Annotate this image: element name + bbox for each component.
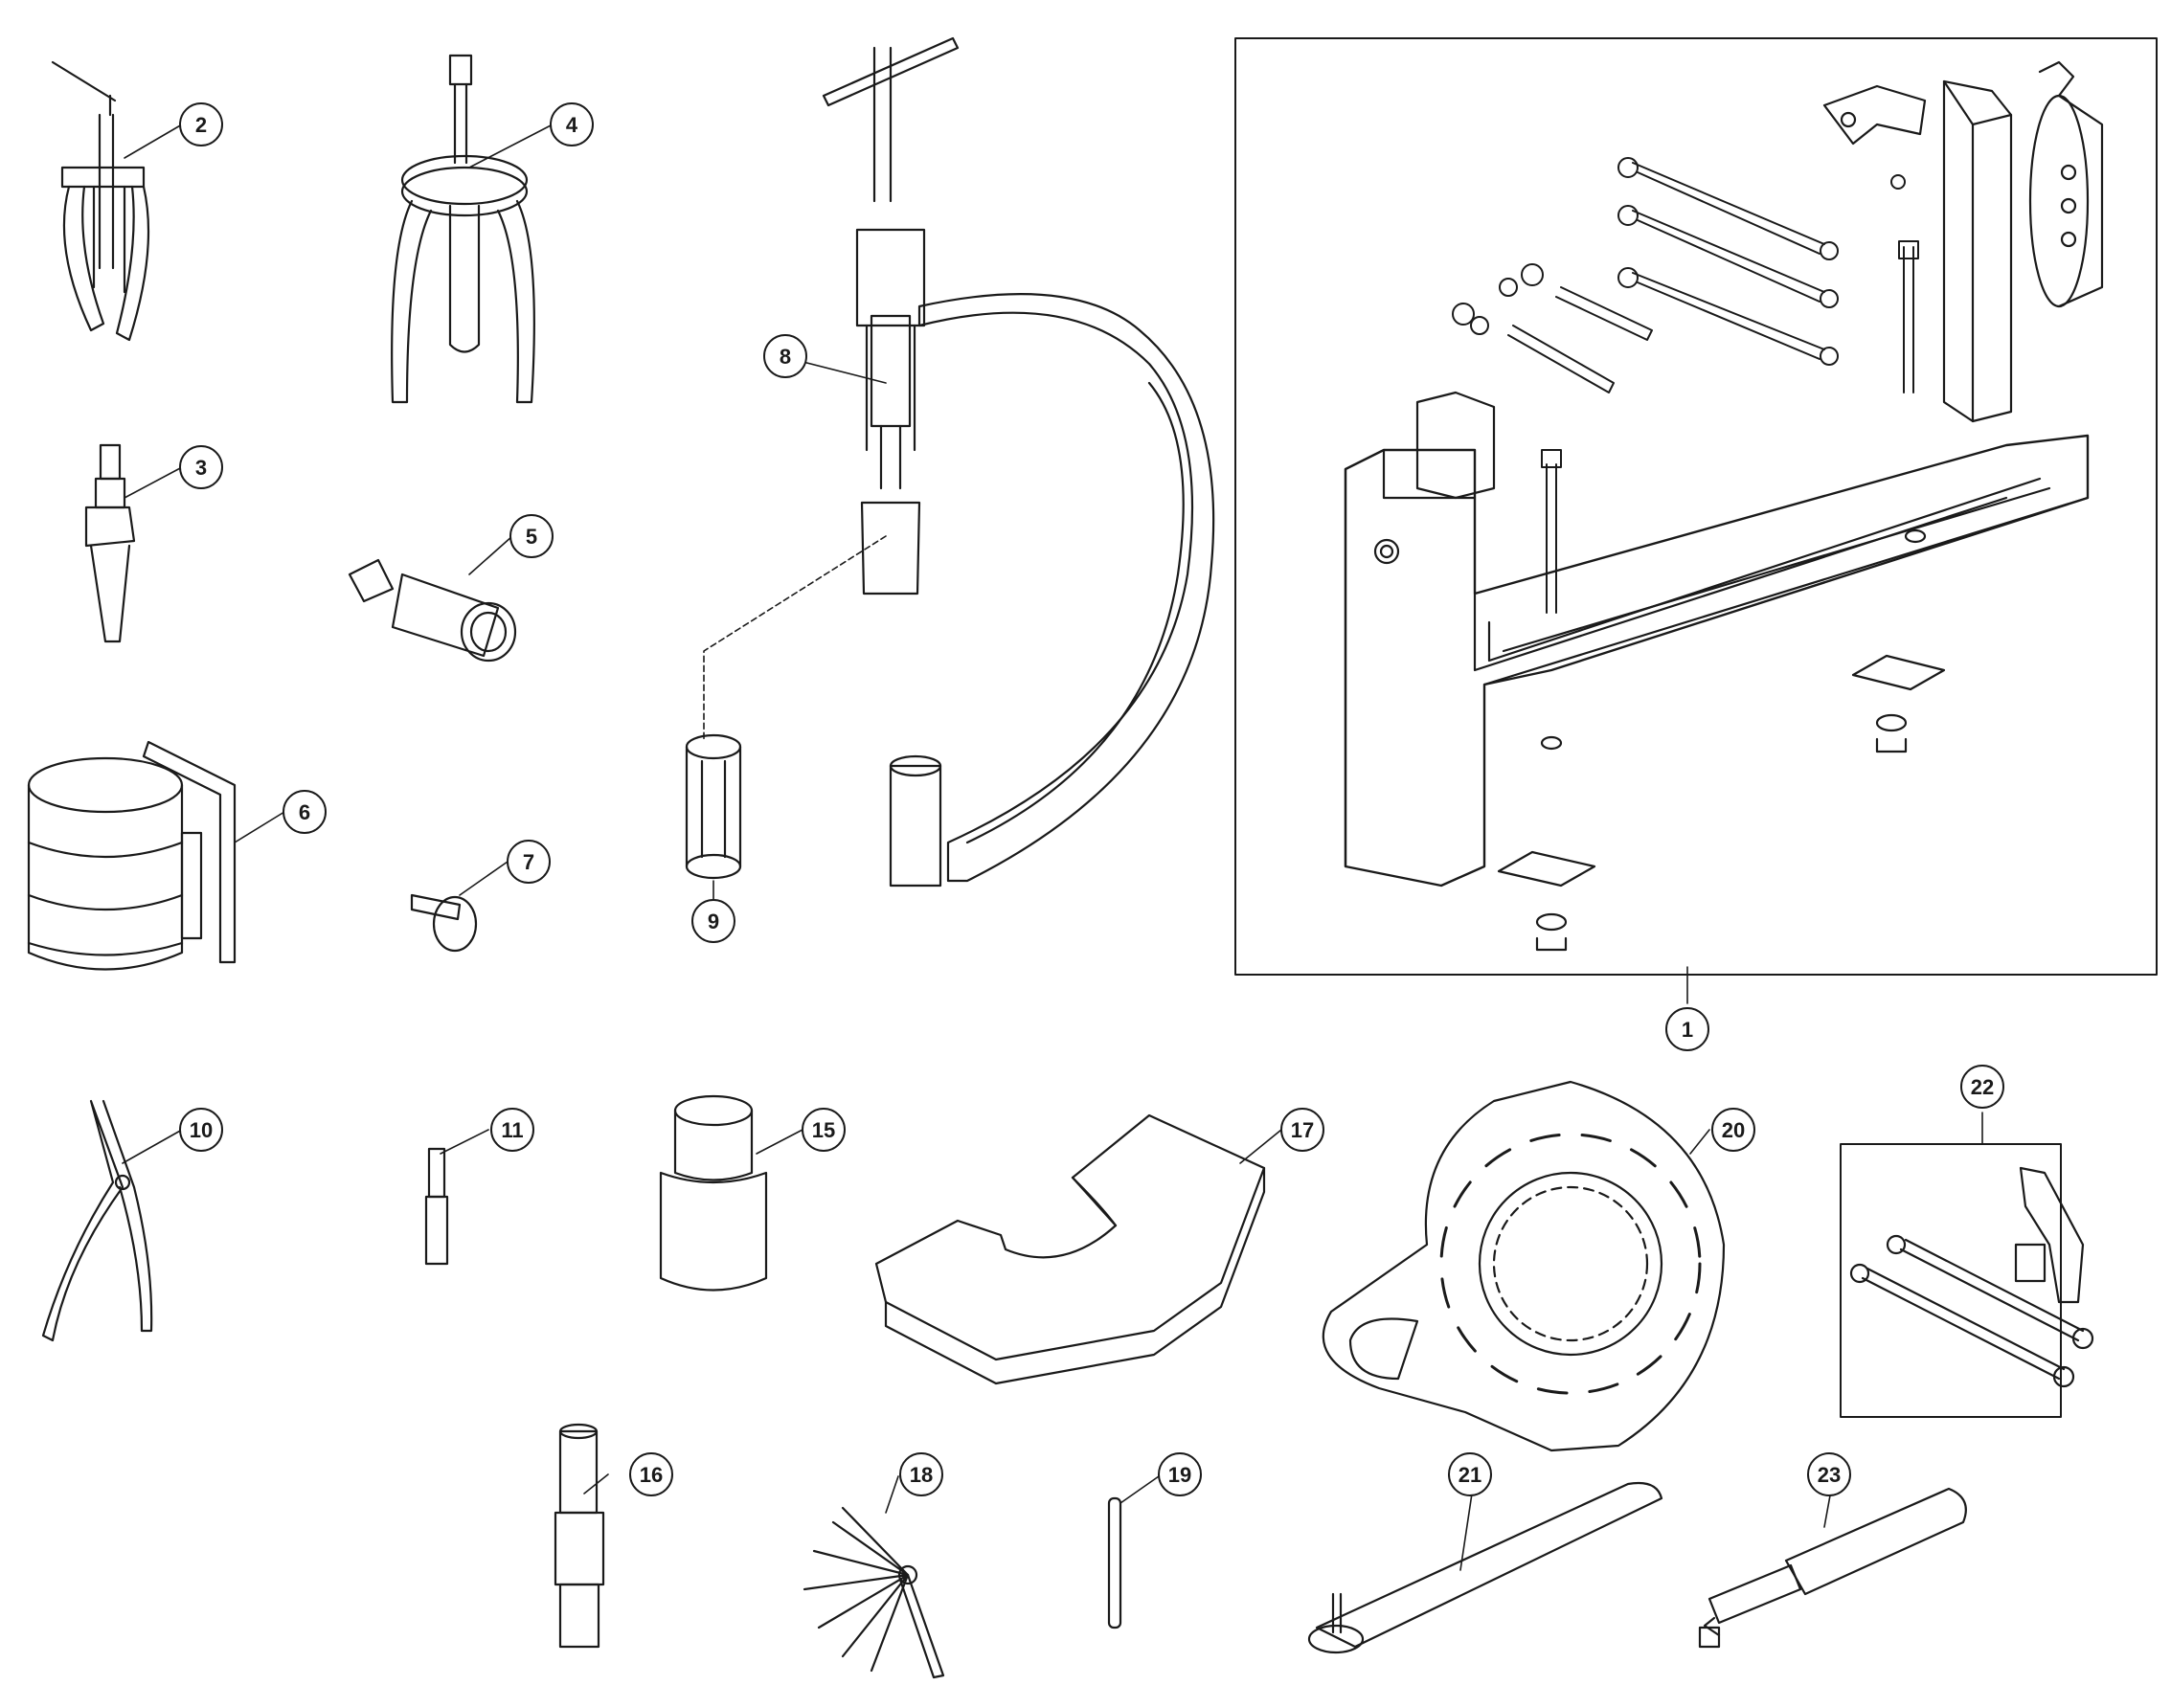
callout-17: 17	[1280, 1108, 1324, 1152]
callout-number: 2	[195, 113, 207, 137]
callout-circle	[802, 1108, 846, 1152]
callout-circle	[1960, 1065, 2004, 1109]
part-5-threaded-adapter	[348, 558, 517, 663]
callout-9: 9	[691, 899, 735, 943]
callout-11: 11	[490, 1108, 534, 1152]
callout-circle	[509, 514, 554, 558]
callout-20: 20	[1711, 1108, 1755, 1152]
callout-21: 21	[1448, 1452, 1492, 1496]
part-2-three-jaw-puller	[51, 60, 150, 342]
part-20-clutch-holding-plate	[1322, 1080, 1726, 1452]
callout-circle	[1158, 1452, 1202, 1496]
part-23-bearing-driver	[1698, 1487, 1967, 1649]
part-10-circlip-pliers	[41, 1099, 153, 1342]
callout-number: 19	[1168, 1463, 1191, 1487]
callout-circle	[179, 1108, 223, 1152]
part-15-spline-socket	[659, 1094, 768, 1292]
callout-number: 21	[1459, 1463, 1481, 1487]
callout-circle	[490, 1108, 534, 1152]
callout-circle	[1711, 1108, 1755, 1152]
callout-7: 7	[507, 840, 551, 884]
callout-10: 10	[179, 1108, 223, 1152]
callout-circle	[1448, 1452, 1492, 1496]
part-9-valve-spring-adapter	[685, 535, 887, 880]
callout-22: 22	[1960, 1065, 2004, 1109]
callout-circle	[691, 899, 735, 943]
callout-number: 23	[1818, 1463, 1841, 1487]
callout-circle	[550, 102, 594, 146]
part-3-bearing-extractor	[84, 443, 136, 643]
part-6-piston-ring-compressor	[27, 740, 237, 971]
callout-5: 5	[509, 514, 554, 558]
callout-number: 3	[195, 456, 207, 480]
callout-19: 19	[1158, 1452, 1202, 1496]
callout-8: 8	[763, 334, 807, 378]
callout-circle	[179, 102, 223, 146]
part-7-drift-pin	[410, 893, 478, 953]
part-17-crankcase-support	[874, 1113, 1266, 1385]
part-21-pin-spanner	[1307, 1481, 1663, 1654]
leader-lines	[122, 124, 1983, 1571]
callout-circle	[507, 840, 551, 884]
part-18-feeler-gauge	[803, 1506, 945, 1679]
callout-2: 2	[179, 102, 223, 146]
callout-number: 1	[1682, 1018, 1693, 1042]
callout-circle	[629, 1452, 673, 1496]
callout-18: 18	[899, 1452, 943, 1496]
part-16-socket-extension	[554, 1423, 605, 1649]
callout-number: 7	[523, 850, 534, 874]
callout-number: 8	[780, 345, 791, 369]
part-4-two-jaw-puller	[391, 54, 535, 404]
callout-6: 6	[283, 790, 327, 834]
callout-15: 15	[802, 1108, 846, 1152]
callout-number: 20	[1722, 1118, 1745, 1142]
callout-circle	[1807, 1452, 1851, 1496]
callout-1: 1	[1665, 1007, 1709, 1051]
part-1-engine-stand-fixture	[1234, 37, 2158, 976]
callout-number: 6	[299, 800, 310, 824]
callout-circle	[1280, 1108, 1324, 1152]
callout-circle	[1665, 1007, 1709, 1051]
callout-number: 5	[526, 525, 537, 549]
part-22-support-bracket-kit	[1840, 1143, 2094, 1418]
part-19-locating-pin	[1107, 1496, 1122, 1629]
callout-number: 18	[910, 1463, 933, 1487]
callout-circle	[899, 1452, 943, 1496]
callout-23: 23	[1807, 1452, 1851, 1496]
callout-3: 3	[179, 445, 223, 489]
part-8-valve-spring-compressor	[822, 36, 1215, 888]
callout-4: 4	[550, 102, 594, 146]
callout-circle	[763, 334, 807, 378]
callout-number: 4	[566, 113, 578, 137]
callout-number: 17	[1291, 1118, 1314, 1142]
callout-16: 16	[629, 1452, 673, 1496]
callout-number: 9	[708, 910, 719, 933]
callout-number: 16	[640, 1463, 663, 1487]
callout-circle	[283, 790, 327, 834]
callout-circle	[179, 445, 223, 489]
part-11-alignment-pin	[424, 1147, 449, 1266]
callout-number: 22	[1971, 1075, 1994, 1099]
callout-number: 10	[190, 1118, 213, 1142]
callout-number: 15	[812, 1118, 835, 1142]
callout-number: 11	[501, 1118, 523, 1142]
